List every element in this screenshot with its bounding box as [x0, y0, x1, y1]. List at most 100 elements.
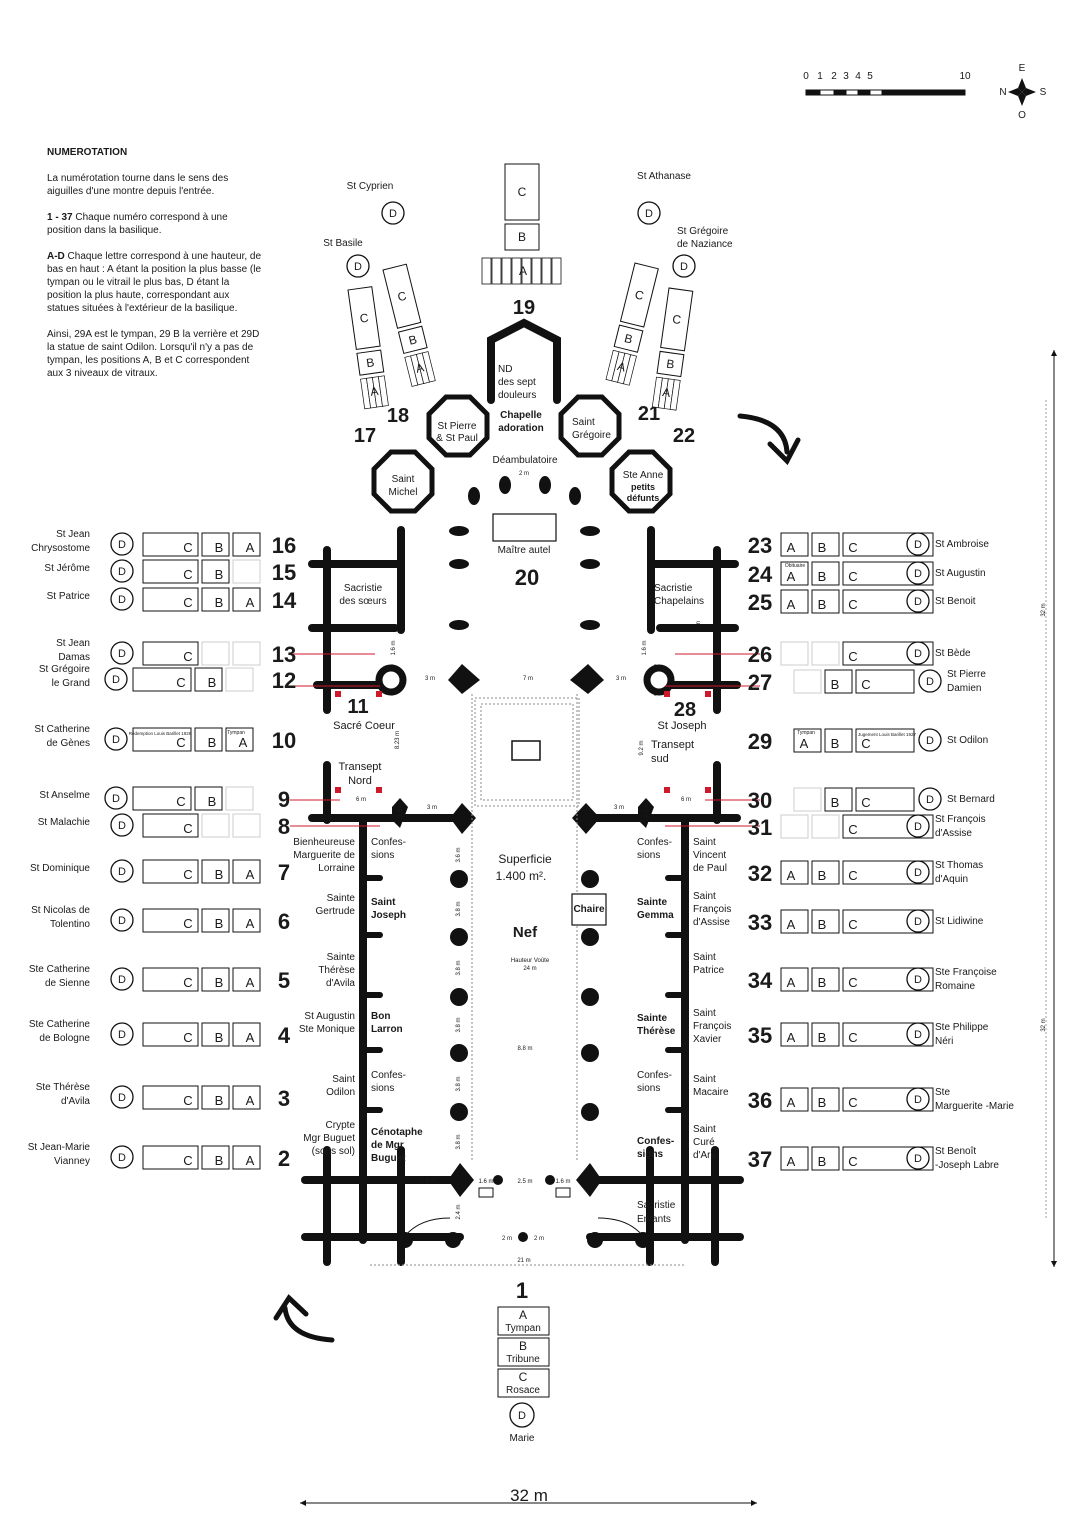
statue-position-d-label: D [118, 648, 126, 660]
saint-name: St Jérôme [44, 563, 90, 574]
window-cell-label: B [818, 1095, 827, 1110]
window-cell [232, 1145, 261, 1170]
window-19c [504, 163, 540, 221]
saint-name: Néri [935, 1036, 953, 1047]
nave-inner-right: Sainte [637, 1013, 667, 1024]
saint-name: St Anselme [39, 790, 90, 801]
nave-chapel-left: d'Avila [326, 978, 355, 989]
nave-inner-right: Confes- [637, 1070, 672, 1081]
statue-position-d [110, 813, 134, 837]
compass-icon [1008, 78, 1036, 106]
measure-label: 3.8 m [456, 960, 462, 975]
seven-sorrows-label: douleurs [498, 390, 536, 401]
statue-position-d [906, 860, 930, 884]
window-cell [201, 559, 230, 584]
statue-position-d [346, 254, 370, 278]
window-19a-lancet [551, 257, 562, 285]
window-19c-label: C [518, 185, 527, 199]
saint-name: Damien [947, 683, 981, 694]
statue-position-d [906, 561, 930, 585]
scale-tick-label: 4 [855, 71, 861, 82]
saint-name: Vianney [54, 1156, 90, 1167]
window-cell-label: B [215, 540, 224, 555]
nave-chapel-right: Saint [693, 1008, 716, 1019]
window-cell [824, 787, 853, 812]
window-cell [201, 532, 230, 557]
measure-label: 2 m [534, 1236, 544, 1242]
legend-paragraph-4: Ainsi, 29A est le tympan, 29 B la verriè… [47, 329, 260, 379]
window-cell-label: C [848, 822, 857, 837]
saint-gregoire-naziance-label: St Grégoire [677, 226, 729, 237]
entrance-cell-caption: Rosace [506, 1385, 540, 1396]
position-number: 5 [278, 968, 290, 993]
statue-position-d-label: D [914, 1153, 922, 1165]
clockwise-arrow-icon [737, 413, 801, 466]
window-cell [811, 1087, 840, 1112]
saint-name: St Jean-Marie [28, 1142, 91, 1153]
statue-position-d [918, 728, 942, 752]
window-cell-label: C [848, 868, 857, 883]
statue-position-d [509, 1402, 535, 1428]
window-cell [142, 1085, 199, 1110]
window-cell-label: B [818, 540, 827, 555]
window-cell-label: A [246, 867, 255, 882]
window-cell-label: C [183, 916, 192, 931]
nave-chapel-left: Ste Monique [299, 1024, 356, 1035]
window-cell-label: A [787, 540, 796, 555]
window-cell [855, 728, 915, 753]
window-cell-label: C [861, 736, 870, 751]
window-cell-label: B [208, 794, 217, 809]
saint-name: d'Assise [935, 828, 972, 839]
position-number: 6 [278, 909, 290, 934]
window-cell-label: B [208, 675, 217, 690]
window-18-b-label: B [407, 332, 418, 348]
position-number: 15 [272, 560, 296, 585]
nave-chapel-left: Bienheureuse [293, 837, 355, 848]
window-cell-label: A [787, 1030, 796, 1045]
height-dimension: 32 m [1041, 603, 1047, 616]
window-cell [201, 587, 230, 612]
window-cell-label: C [183, 867, 192, 882]
window-cell [225, 786, 254, 811]
position-number: 13 [272, 642, 296, 667]
counterclockwise-arrow-icon [273, 1294, 335, 1343]
saint-name: d'Avila [61, 1096, 90, 1107]
statue-position-d-label: D [914, 568, 922, 580]
nave-inner-right: Thérèse [637, 1026, 676, 1037]
saint-name: Romaine [935, 981, 975, 992]
statue-position-d [110, 559, 134, 583]
statue-position-d [110, 859, 134, 883]
window-cell-label: A [787, 1095, 796, 1110]
window-cell-label: C [183, 595, 192, 610]
saint-name: Ste Françoise [935, 967, 997, 978]
saint-name: St Ambroise [935, 539, 989, 550]
statue-position-d [110, 967, 134, 991]
window-cell [232, 813, 261, 838]
position-number: 25 [748, 590, 772, 615]
saint-name: St Jean [56, 638, 90, 649]
nave-inner-right: Confes- [637, 837, 672, 848]
saint-name: St Nicolas de [31, 905, 90, 916]
nave-chapel-right: Saint [693, 1124, 716, 1135]
window-cell-label: B [818, 975, 827, 990]
window-cell [232, 559, 261, 584]
measure-label: 1.6 m [555, 1179, 570, 1185]
nave-chapel-right: François [693, 904, 731, 915]
nave-chapel-right: d'Assise [693, 917, 730, 928]
statue-position-d-label: D [118, 1029, 126, 1041]
window-cell [201, 967, 230, 992]
position-number: 36 [748, 1088, 772, 1113]
statue-position-d-label: D [118, 1092, 126, 1104]
window-22-c [660, 287, 694, 352]
nave-inner-left: Bon [371, 1011, 390, 1022]
saint-name: St Lidiwine [935, 916, 984, 927]
window-22-a-label: A [661, 385, 671, 400]
window-cell-label: C [183, 975, 192, 990]
measure-label: 3.8 m [456, 1017, 462, 1032]
